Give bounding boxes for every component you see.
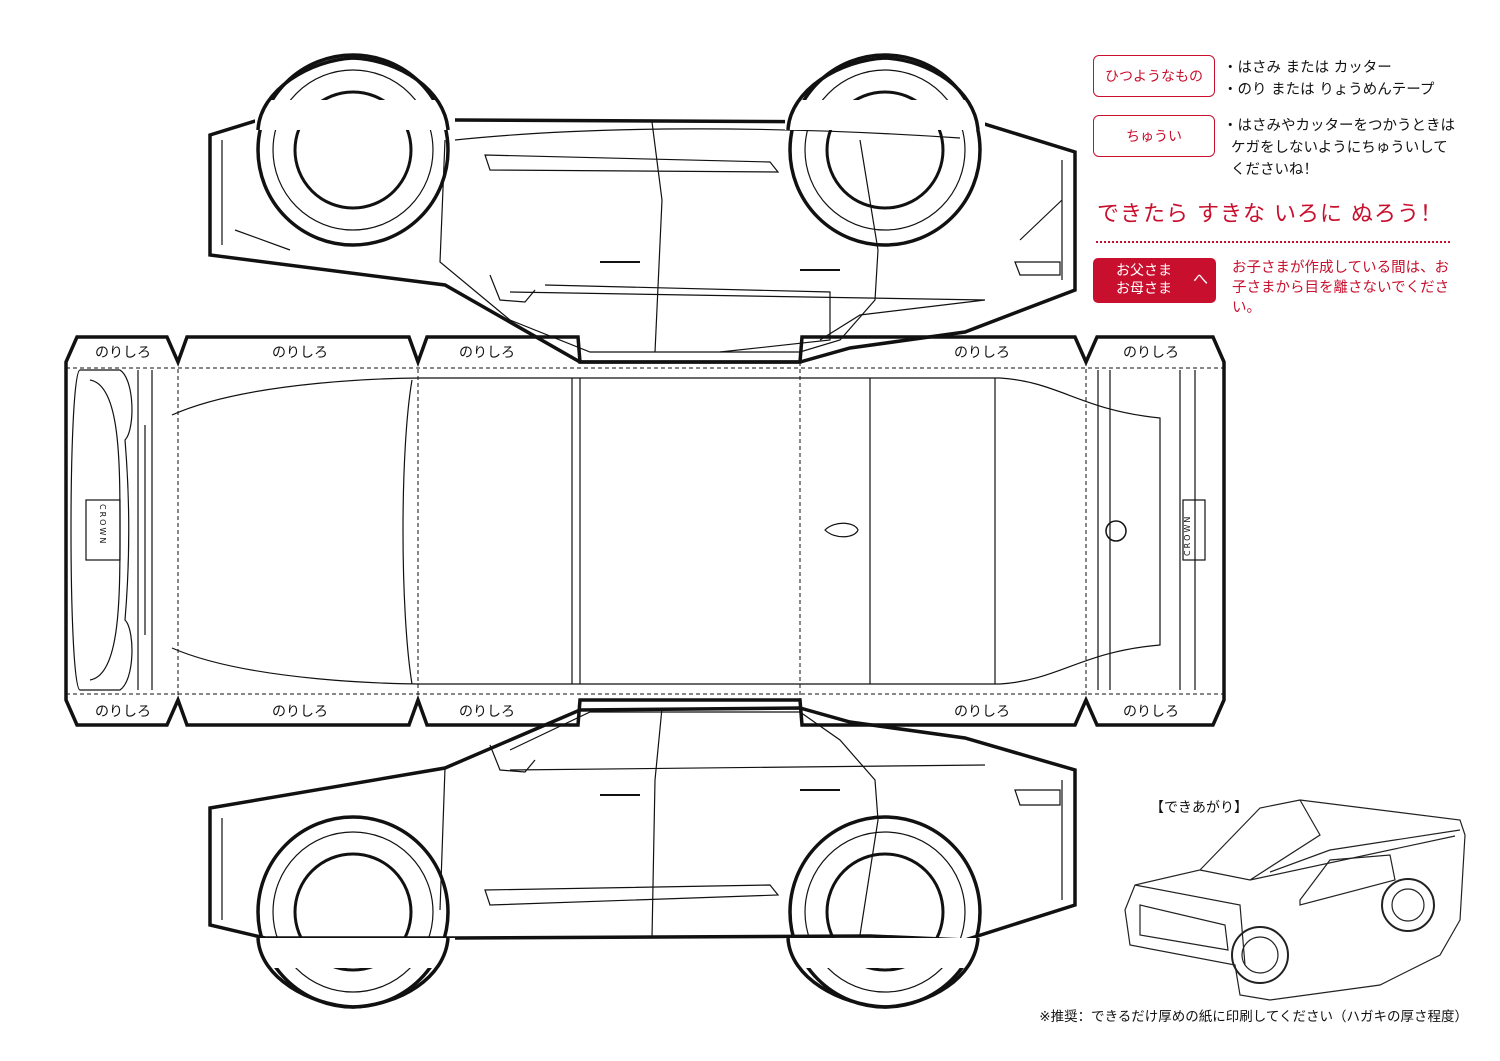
- glue-tab-label: のりしろ: [95, 704, 151, 720]
- caution-line: くださいね！: [1231, 162, 1318, 178]
- car-badge-front: CROWN: [98, 504, 107, 545]
- glue-tab-label: のりしろ: [272, 345, 328, 361]
- recommendation-note: ※推奨：できるだけ厚めの紙に印刷してください（ハガキの厚さ程度）: [1039, 1009, 1468, 1025]
- parents-note: お子さまが作成している間は、お子さまから目を離さないでください。: [1232, 260, 1450, 316]
- needed-item: ・のり または りょうめんテープ: [1223, 82, 1435, 98]
- caution-label: ちゅうい: [1093, 115, 1215, 157]
- car-side-panel-bottom: [208, 706, 1077, 1009]
- parents-badge-line2: お母さま: [1116, 281, 1172, 297]
- needed-items-list: ・はさみ または カッター ・のり または りょうめんテープ: [1223, 57, 1434, 101]
- car-badge-rear: CROWN: [1183, 515, 1192, 556]
- car-body-strip: [64, 335, 1226, 727]
- glue-tab-label: のりしろ: [459, 704, 515, 720]
- glue-tab-label: のりしろ: [272, 704, 328, 720]
- caution-text: ・はさみやカッターをつかうときは ケガをしないようにちゅういして くださいね！: [1223, 115, 1455, 181]
- glue-tab-label: のりしろ: [954, 704, 1010, 720]
- glue-tab-label: のりしろ: [1123, 704, 1179, 720]
- caution-line: ケガをしないようにちゅういして: [1231, 140, 1448, 156]
- parents-badge: お父さま お母さま へ: [1093, 258, 1216, 303]
- dotted-divider: [1096, 241, 1450, 243]
- glue-tab-label: のりしろ: [954, 345, 1010, 361]
- caution-row: ちゅうい ・はさみやカッターをつかうときは ケガをしないようにちゅういして くだ…: [1093, 115, 1455, 181]
- glue-tab-label: のりしろ: [1123, 345, 1179, 361]
- glue-tab-labels: のりしろ のりしろ のりしろ のりしろ のりしろ のりしろ のりしろ のりしろ …: [95, 345, 1179, 720]
- car-side-panel-top: [208, 53, 1077, 364]
- paint-message: できたら すきな いろに ぬろう！: [1097, 202, 1443, 227]
- needed-items-label: ひつようなもの: [1093, 55, 1215, 97]
- completed-label: 【できあがり】: [1150, 800, 1248, 816]
- completed-car-illustration: [1124, 799, 1466, 1001]
- parents-badge-suffix: へ: [1192, 270, 1208, 288]
- needed-item: ・はさみ または カッター: [1223, 60, 1392, 76]
- caution-line: ・はさみやカッターをつかうときは: [1223, 118, 1455, 134]
- parents-badge-line1: お父さま: [1116, 263, 1172, 279]
- needed-items-row: ひつようなもの ・はさみ または カッター ・のり または りょうめんテープ: [1093, 55, 1434, 101]
- glue-tab-label: のりしろ: [95, 345, 151, 361]
- glue-tab-label: のりしろ: [459, 345, 515, 361]
